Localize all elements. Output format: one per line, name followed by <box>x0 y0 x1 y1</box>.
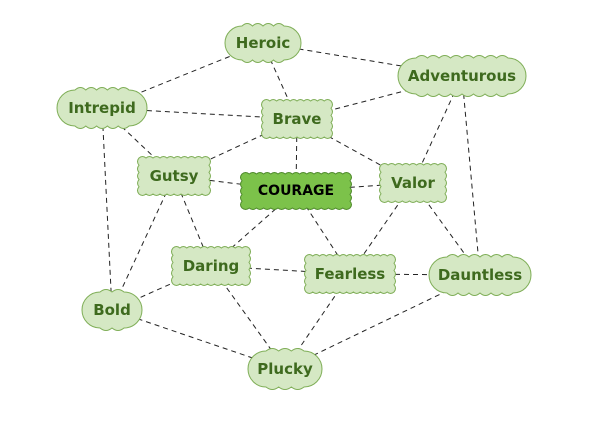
edge-adventurous-dauntless <box>461 75 481 276</box>
node-label: Valor <box>391 174 435 192</box>
node-label: Adventurous <box>408 67 516 85</box>
node-brave[interactable]: Brave <box>261 99 333 139</box>
node-daring[interactable]: Daring <box>171 246 251 286</box>
node-valor[interactable]: Valor <box>379 163 447 203</box>
cloud-shape <box>397 55 527 97</box>
wavy-box-shape <box>304 254 396 294</box>
node-fearless[interactable]: Fearless <box>304 254 396 294</box>
wavy-box-shape <box>137 156 211 196</box>
node-bold[interactable]: Bold <box>81 289 143 331</box>
cloud-shape <box>247 348 323 390</box>
node-heroic[interactable]: Heroic <box>224 23 302 63</box>
node-label: Intrepid <box>68 99 136 117</box>
node-label: Daring <box>183 257 240 275</box>
edge-gutsy-bold <box>111 175 175 311</box>
cloud-shape <box>428 254 532 296</box>
cloud-shape <box>56 87 148 129</box>
cloud-shape <box>81 289 143 331</box>
wavy-box-shape <box>379 163 447 203</box>
node-dauntless[interactable]: Dauntless <box>428 254 532 296</box>
wavy-box-shape <box>261 99 333 139</box>
node-label: Brave <box>273 110 322 128</box>
node-adventurous[interactable]: Adventurous <box>397 55 527 97</box>
edge-heroic-adventurous <box>262 42 463 77</box>
node-intrepid[interactable]: Intrepid <box>56 87 148 129</box>
wavy-box-shape <box>171 246 251 286</box>
node-label: Heroic <box>236 34 290 52</box>
nodes: COURAGE HeroicAdventurousIntrepidBraveGut… <box>56 23 532 390</box>
node-plucky[interactable]: Plucky <box>247 348 323 390</box>
edge-intrepid-bold <box>101 107 113 311</box>
node-label: Plucky <box>257 360 313 378</box>
node-label: Dauntless <box>438 266 522 284</box>
node-label: Gutsy <box>150 167 199 185</box>
edge-bold-plucky <box>111 309 286 370</box>
node-label: COURAGE <box>258 183 334 199</box>
node-label: Bold <box>93 301 131 319</box>
wavy-box-shape <box>240 172 352 210</box>
node-label: Fearless <box>315 265 386 283</box>
node-courage[interactable]: COURAGE <box>240 172 352 210</box>
cloud-shape <box>224 23 302 63</box>
node-gutsy[interactable]: Gutsy <box>137 156 211 196</box>
